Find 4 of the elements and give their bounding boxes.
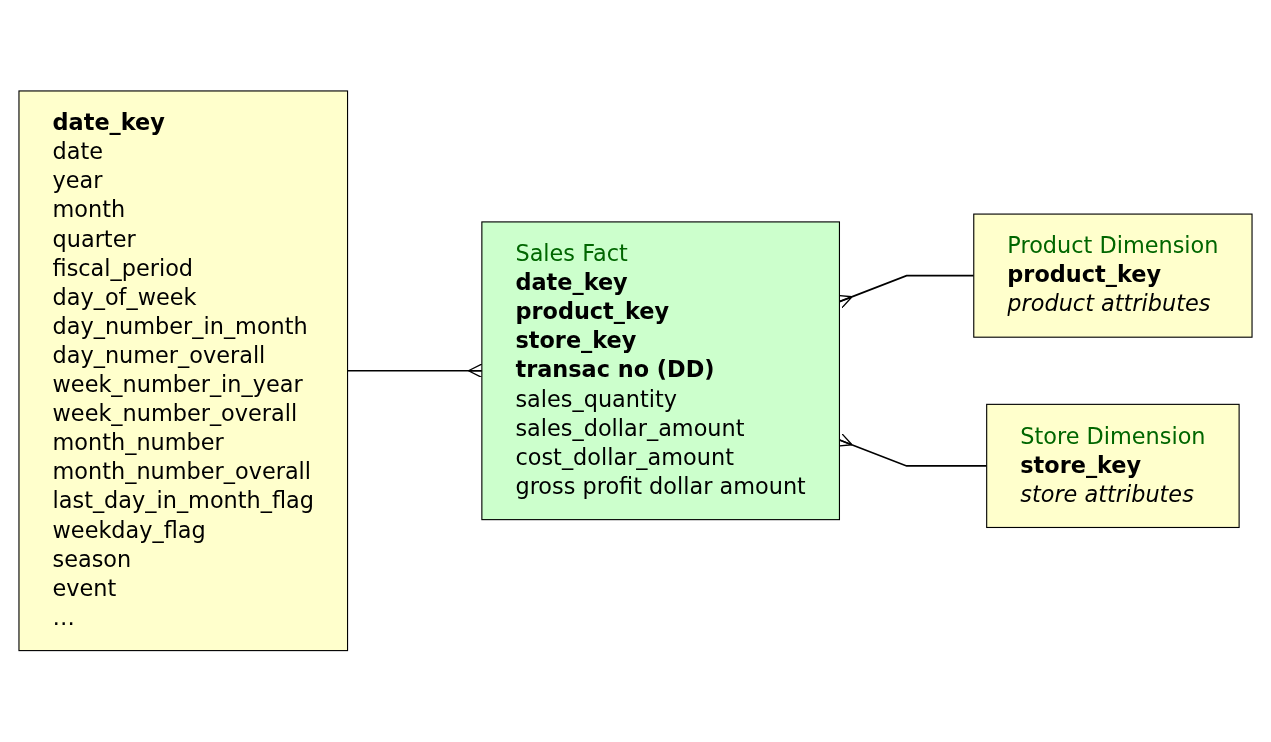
node-box: Store Dimension store_key store attributes	[986, 404, 1240, 529]
node-box: Sales Fact date_key product_key store_key transac no (DD) sales_quantity sales_dollar_amount cost_dollar_amount gross profit dollar amount	[481, 221, 840, 521]
node-box: date_key date year month quarter fiscal_period day_of_week day_number_in_month day_numer_overall week_number_in_year week_number_overall month_number month_number_overall last_day_in_month_flag weekday_flag season event …	[18, 90, 349, 652]
node-box: Product Dimension product_key product attributes	[973, 213, 1253, 338]
